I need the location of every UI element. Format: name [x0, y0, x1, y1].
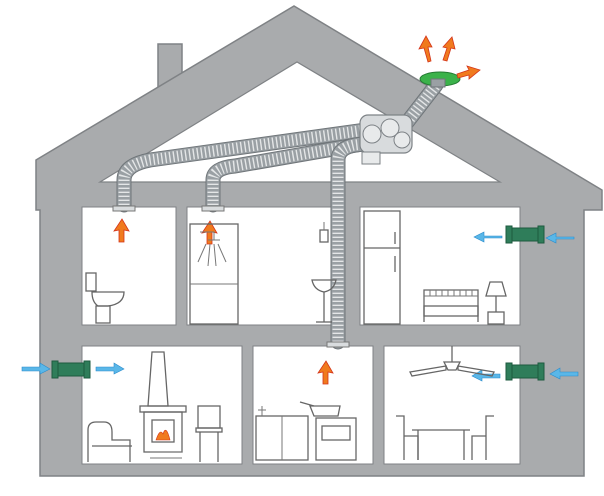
lamp-icon: [485, 281, 507, 325]
ceiling-fan-icon: [409, 346, 495, 377]
fridge-icon: [363, 210, 401, 325]
roof-exhaust-cap: [419, 71, 461, 88]
toilet-icon: [85, 272, 125, 324]
shower-icon: [189, 223, 239, 325]
exhaust-arrows: [418, 35, 481, 80]
central-extract-fan: [359, 114, 413, 165]
room-living: [81, 345, 243, 465]
warm-air-arrow: [317, 360, 334, 385]
armchair-icon: [87, 421, 132, 462]
kitchen-counter: [255, 406, 309, 461]
wall-vent-lower-right: [505, 362, 545, 381]
room-kitchen: [252, 345, 374, 465]
wall-vent-lower-left: [51, 360, 91, 379]
room-bedroom: [359, 206, 521, 326]
stove-icon: [299, 401, 357, 461]
sink-icon: [311, 222, 337, 323]
wall-vent-upper-right: [505, 225, 545, 244]
fireplace-icon: [139, 351, 187, 459]
bed-icon: [423, 289, 479, 322]
tv-icon: [195, 405, 223, 462]
room-dining: [383, 345, 521, 465]
chair-icon: [396, 415, 494, 460]
fresh-air-arrows: [21, 231, 579, 382]
warm-air-arrow: [113, 218, 130, 243]
